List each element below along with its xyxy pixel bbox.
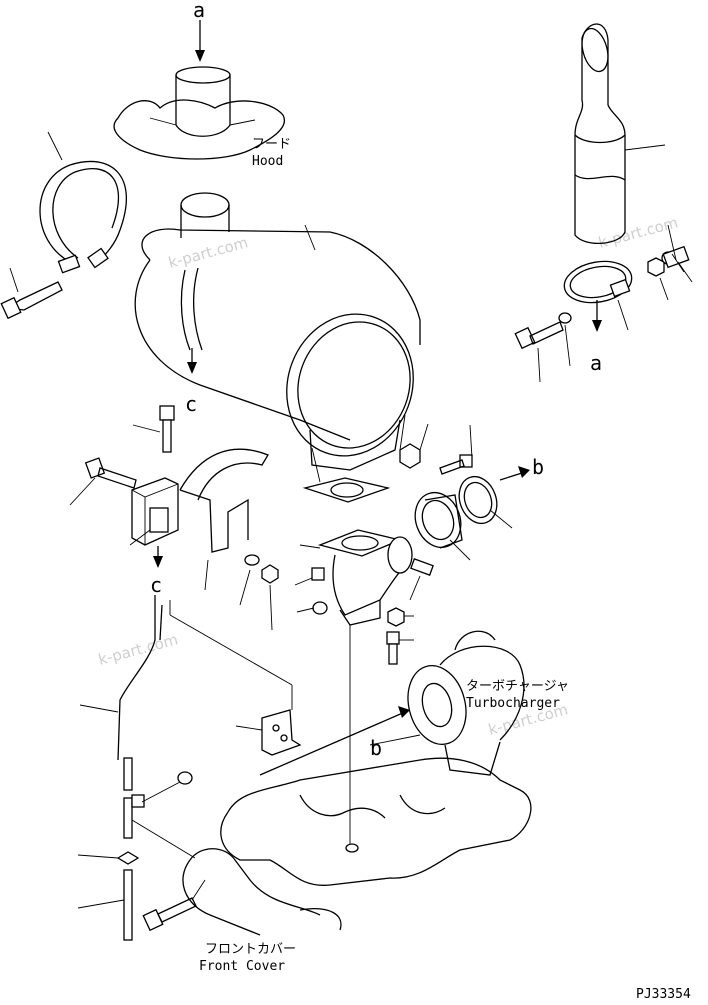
bracket-left <box>69 405 279 631</box>
callout-c-bracket: c <box>150 546 163 597</box>
hood-label-jp: フード <box>252 137 291 152</box>
exhaust-manifold <box>182 757 532 936</box>
watermark: k-part.com <box>166 233 250 272</box>
drawing-number: PJ33354 <box>636 987 691 1002</box>
exhaust-stack <box>574 23 666 245</box>
exhaust-elbow <box>299 529 434 626</box>
arrow-icon <box>187 362 197 374</box>
arrow-icon <box>153 556 163 568</box>
callout-b-right: b <box>499 455 544 481</box>
arrow-label-c-bracket: c <box>150 573 162 597</box>
arrow-icon <box>195 50 205 62</box>
gasket-upper <box>302 447 391 503</box>
muffler <box>134 192 421 471</box>
turbocharger: ターボチャージャ Turbocharger <box>369 630 569 776</box>
arrow-label-a-right: a <box>590 351 602 375</box>
ring-gaskets <box>414 424 513 561</box>
arrow-icon <box>398 706 410 718</box>
watermark: k-part.com <box>596 213 680 252</box>
front-cover-label-jp: フロントカバー <box>205 942 296 957</box>
support-bracket <box>169 600 302 756</box>
arrow-label-c: c <box>185 392 197 416</box>
stack-clamp: a <box>563 260 633 375</box>
stack-hardware <box>647 224 693 301</box>
hood-label-en: Hood <box>252 154 283 169</box>
front-cover-bolt <box>142 879 206 932</box>
callout-b-lower: b <box>259 706 410 776</box>
callout-c-muffler: c <box>185 348 197 416</box>
arrow-icon <box>592 320 602 332</box>
hood-assembly: a フード Hood <box>113 0 291 169</box>
arrow-icon <box>518 466 530 478</box>
arrow-label-a: a <box>193 0 205 22</box>
stack-bolt <box>514 312 572 383</box>
arrow-label-b: b <box>532 455 544 479</box>
clamp-band <box>39 131 127 274</box>
arrow-label-b-lower: b <box>370 736 382 760</box>
support-rod <box>77 595 196 941</box>
front-cover-label-en: Front Cover <box>199 959 285 974</box>
muffler-nut <box>399 423 429 469</box>
turbo-label-en: Turbocharger <box>466 696 560 711</box>
watermark: k-part.com <box>96 630 180 669</box>
turbo-label-jp: ターボチャージャ <box>466 679 569 694</box>
clamp-bolt <box>0 267 63 320</box>
elbow-fasteners <box>294 567 414 850</box>
